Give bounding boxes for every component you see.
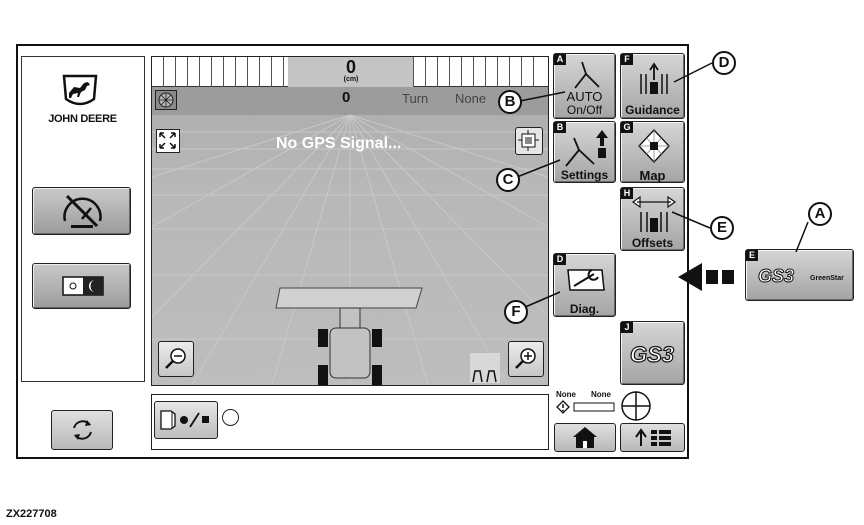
figure-id: ZX227708 (6, 508, 57, 520)
diagnostics-wrench-icon (567, 269, 605, 291)
turn-value: None (455, 91, 487, 106)
no-gps-message: No GPS Signal... (276, 135, 402, 152)
expand-icon (159, 132, 176, 149)
settings-button[interactable]: B Settings (553, 121, 616, 183)
gs3-external-letter: E (746, 250, 758, 261)
guidance-letter: F (621, 54, 633, 65)
autosteer-letter: A (554, 54, 566, 65)
brand-name: JOHN DEERE (48, 113, 117, 125)
zoom-out-button[interactable] (158, 341, 194, 377)
guidance-button[interactable]: F Guidance (620, 53, 685, 119)
camera-view-icon (518, 130, 539, 151)
diag-letter: D (554, 254, 566, 265)
record-toggle-icon (160, 410, 209, 430)
offsets-button[interactable]: H Offsets (620, 187, 685, 251)
day-night-button[interactable] (32, 263, 131, 309)
fullscreen-button[interactable] (156, 129, 180, 153)
callout-f: F (504, 300, 528, 324)
callout-d: D (712, 51, 736, 75)
warning-icon (556, 400, 615, 414)
pointer-arrow-icon (678, 263, 734, 291)
zoom-in-button[interactable] (508, 341, 544, 377)
guidance-label: Guidance (625, 103, 680, 117)
offset-value: 0 (342, 89, 351, 106)
gs3-external-button[interactable]: E GS3 GreenStar (745, 249, 854, 301)
settings-letter: B (554, 122, 566, 133)
diag-label: Diag. (569, 302, 600, 316)
steering-settings-icon (565, 130, 608, 167)
speedometer-off-icon (63, 194, 102, 228)
map-button[interactable]: G Map (620, 121, 685, 183)
offsets-letter: H (621, 188, 633, 199)
map-letter: G (621, 122, 633, 133)
steering-icon (574, 61, 600, 89)
autosteer-line1: AUTO (566, 89, 603, 104)
gs3-button[interactable]: J GS3 (620, 321, 685, 385)
john-deere-logo (60, 73, 100, 109)
menu-up-icon (635, 428, 671, 446)
gs3-letter: J (621, 322, 633, 333)
gs3-label: GS3 (629, 341, 675, 367)
warning-indicator (556, 400, 618, 414)
position-indicator (620, 390, 652, 422)
settings-label: Settings (560, 168, 609, 182)
day-night-icon (62, 276, 104, 296)
diagnostics-button[interactable]: D Diag. (553, 253, 616, 317)
gs3-external-sub: GreenStar (810, 275, 844, 282)
guidance-view: 0 (cm) 0 Turn None No GPS Signal... (151, 56, 549, 386)
home-button[interactable] (554, 423, 616, 452)
status-strip: 0 Turn None (152, 87, 548, 113)
gs3-external-label: GS3 (757, 266, 795, 287)
home-icon (573, 427, 597, 448)
callout-c: C (496, 168, 520, 192)
lightbar-center (288, 57, 414, 87)
zoom-out-icon (165, 348, 186, 369)
map-icon (638, 129, 670, 163)
left-panel: JOHN DEERE (21, 56, 145, 382)
view-toggle-button[interactable] (515, 127, 543, 155)
lightbar-unit: (cm) (343, 76, 359, 83)
satellite-globe-icon (158, 92, 174, 108)
turn-label: Turn (402, 91, 429, 106)
guidance-lines-icon (640, 62, 668, 94)
zoom-in-icon (515, 348, 536, 369)
refresh-icon (73, 420, 92, 440)
map-label: Map (639, 168, 666, 183)
callout-a: A (808, 202, 832, 226)
refresh-button[interactable] (51, 410, 113, 450)
implement-icon (472, 370, 497, 383)
record-button[interactable] (154, 401, 218, 439)
record-status-indicator (222, 409, 239, 426)
callout-e: E (710, 216, 734, 240)
indicator-right-label: None (591, 390, 611, 399)
gps-status-button[interactable] (155, 90, 177, 110)
offsets-icon (631, 195, 677, 232)
bottom-strip (151, 394, 549, 450)
autosteer-on-off-button[interactable]: A AUTO On/Off (553, 53, 616, 119)
autosteer-line2: On/Off (566, 103, 603, 117)
lightbar: 0 (cm) (152, 57, 548, 87)
callout-b: B (498, 90, 522, 114)
speed-off-button[interactable] (32, 187, 131, 235)
crosshair-icon (621, 391, 651, 421)
deer-icon (62, 74, 98, 106)
implement-indicator (470, 353, 500, 383)
indicator-left-label: None (556, 390, 576, 399)
perspective-grid (152, 87, 548, 385)
menu-button[interactable] (620, 423, 685, 452)
lightbar-value: 0 (345, 57, 356, 77)
offsets-label: Offsets (631, 236, 674, 250)
